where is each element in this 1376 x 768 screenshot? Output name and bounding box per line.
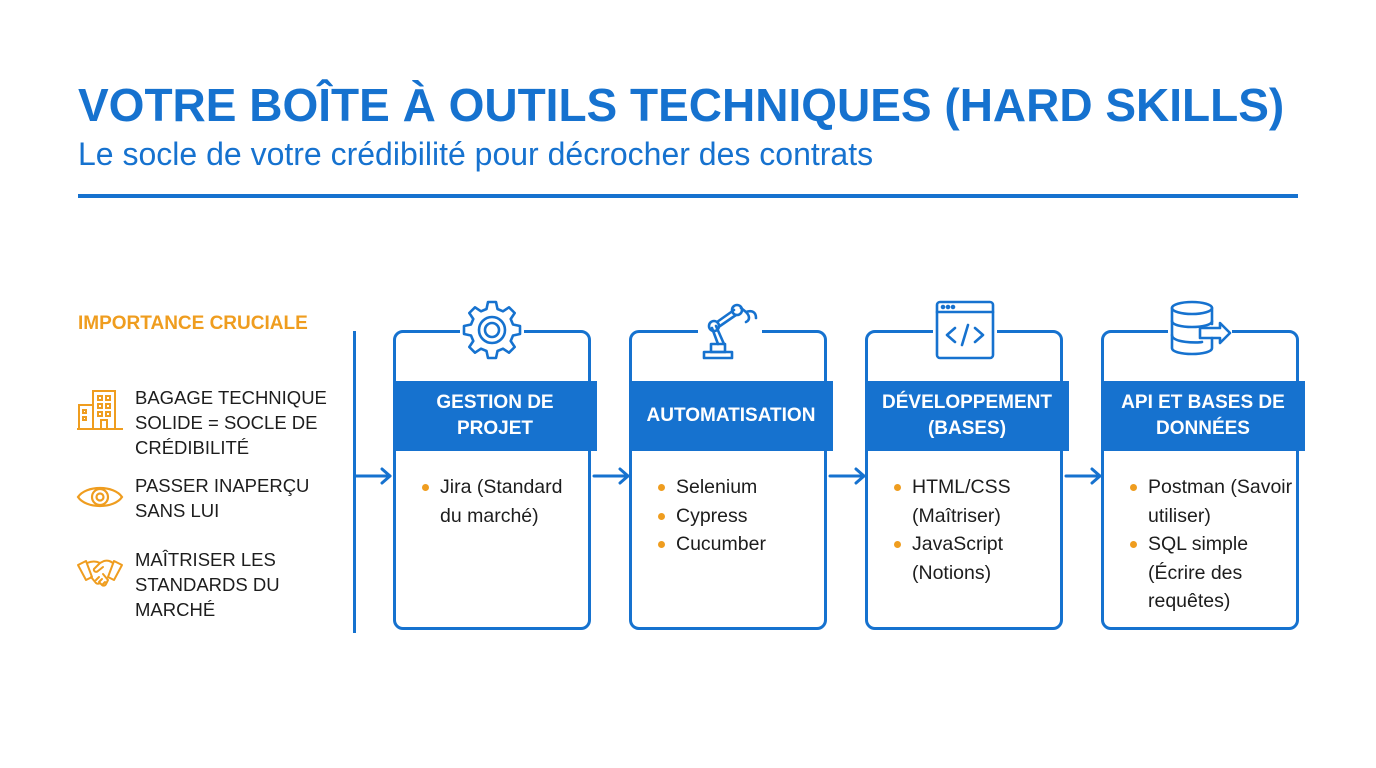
card-header: GESTION DE PROJET [393,381,597,451]
database-icon [1168,298,1232,362]
sidebar-item-visibility: PASSER INAPERÇU SANS LUI [76,473,346,549]
bullet-icon [894,541,901,548]
bullet-icon [658,484,665,491]
sidebar-item-text: PASSER INAPERÇU SANS LUI [135,475,310,521]
card-header: DÉVELOPPEMENT (BASES) [865,381,1069,451]
bullet-icon [422,484,429,491]
list-item-text: Jira (Standard du marché) [440,476,563,527]
code-window-icon [933,298,997,362]
list-item-text: HTML/CSS (Maîtriser) [912,476,1011,527]
card-list: Postman (Savoir utiliser) SQL simple (Éc… [1104,473,1302,616]
list-item-text: Cypress [676,504,748,527]
list-item: SQL simple (Écrire des requêtes) [1104,530,1302,616]
sidebar-divider [353,331,356,633]
bullet-icon [1130,541,1137,548]
gear-icon [460,298,524,362]
sidebar-item-credibility: BAGAGE TECHNIQUE SOLIDE = SOCLE DE CRÉDI… [76,385,346,461]
title-divider [78,194,1298,198]
card-api-databases: API ET BASES DE DONNÉES Postman (Savoir … [1101,330,1305,630]
list-item-text: Cucumber [676,533,766,555]
arrow-right-icon [1064,467,1102,485]
list-item-text: JavaScript (Notions) [912,533,1004,584]
list-item: Cypress [632,502,830,531]
list-item: Jira (Standard du marché) [396,473,594,530]
list-item: Cucumber [632,530,830,559]
list-item: JavaScript (Notions) [868,530,1066,587]
robot-arm-icon [698,298,762,362]
card-project-management: GESTION DE PROJET Jira (Standard du marc… [393,330,597,630]
list-item: Selenium [632,473,830,502]
card-development: DÉVELOPPEMENT (BASES) HTML/CSS (Maîtrise… [865,330,1069,630]
card-list: HTML/CSS (Maîtriser) JavaScript (Notions… [868,473,1066,587]
card-automation: AUTOMATISATION Selenium Cypress Cucumber [629,330,833,630]
card-title: AUTOMATISATION [646,405,816,426]
list-item: Postman (Savoir utiliser) [1104,473,1302,530]
card-header: API ET BASES DE DONNÉES [1101,381,1305,451]
eye-icon [76,486,124,508]
card-title: DÉVELOPPEMENT (BASES) [882,392,1052,439]
sidebar-item-text: BAGAGE TECHNIQUE SOLIDE = SOCLE DE CRÉDI… [135,387,327,458]
list-item-text: Postman (Savoir utiliser) [1148,476,1293,527]
building-icon [77,390,123,430]
bullet-icon [658,512,665,520]
bullet-icon [894,484,901,491]
bullet-icon [1130,484,1137,491]
sidebar-item-text: MAÎTRISER LES STANDARDS DU MARCHÉ [135,549,280,620]
card-title: API ET BASES DE DONNÉES [1121,392,1285,439]
arrow-right-icon [354,467,392,485]
sidebar-item-standards: MAÎTRISER LES STANDARDS DU MARCHÉ [76,547,346,623]
bullet-icon [658,541,665,548]
card-list: Jira (Standard du marché) [396,473,594,530]
page-subtitle: Le socle de votre crédibilité pour décro… [78,136,874,172]
handshake-icon [77,559,123,587]
card-title: GESTION DE PROJET [436,392,554,439]
sidebar-heading: IMPORTANCE CRUCIALE [78,313,308,334]
arrow-right-icon [828,467,866,485]
card-header: AUTOMATISATION [629,381,833,451]
list-item-text: Selenium [676,476,758,498]
arrow-right-icon [592,467,630,485]
card-list: Selenium Cypress Cucumber [632,473,830,559]
list-item: HTML/CSS (Maîtriser) [868,473,1066,530]
page-title: VOTRE BOÎTE À OUTILS TECHNIQUES (HARD SK… [78,79,1285,131]
list-item-text: SQL simple (Écrire des requêtes) [1148,533,1249,612]
